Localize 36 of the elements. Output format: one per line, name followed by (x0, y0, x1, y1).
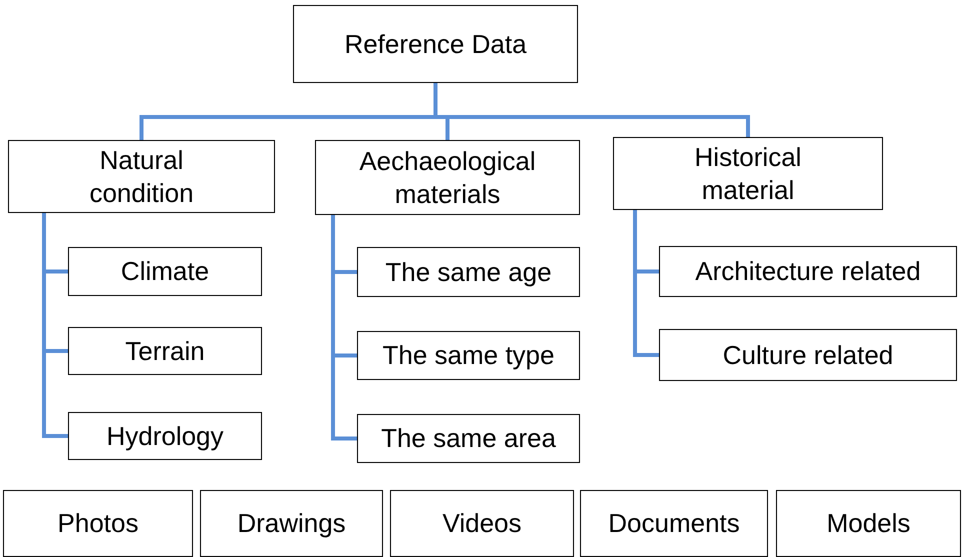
box-label: The same age (384, 256, 553, 288)
category-box (293, 5, 578, 83)
category-box (390, 490, 574, 557)
box-label: Models (826, 507, 912, 540)
box-label: The same type (382, 339, 556, 372)
box-label: Photos (56, 507, 140, 540)
category-box (776, 490, 961, 557)
category-box (68, 327, 262, 375)
box-label: Videos (441, 507, 523, 540)
category-box (200, 490, 383, 557)
box-label: Architecture related (694, 255, 922, 288)
box-label: Aechaeological materials (358, 145, 537, 210)
category-box (3, 490, 193, 557)
connector-line (434, 83, 750, 137)
box-label: Documents (607, 507, 741, 540)
category-box (8, 140, 275, 213)
box-label: The same area (380, 422, 557, 455)
category-box (659, 329, 957, 381)
category-box (357, 247, 580, 297)
box-label: Hydrology (105, 420, 225, 452)
category-box (357, 331, 580, 380)
category-box (68, 247, 262, 296)
box-label: Drawings (236, 507, 347, 540)
box-label: Culture related (722, 338, 894, 372)
category-box (68, 412, 262, 460)
box-label: Natural condition (88, 144, 195, 209)
category-box (659, 246, 957, 297)
box-label: Climate (120, 255, 210, 288)
category-box (613, 137, 883, 210)
category-box (580, 490, 768, 557)
connector-line (331, 215, 357, 440)
box-label: Historical material (694, 141, 802, 206)
box-label: Reference Data (343, 28, 528, 60)
category-box (315, 140, 580, 215)
category-box (357, 414, 580, 463)
box-label: Terrain (124, 334, 206, 368)
